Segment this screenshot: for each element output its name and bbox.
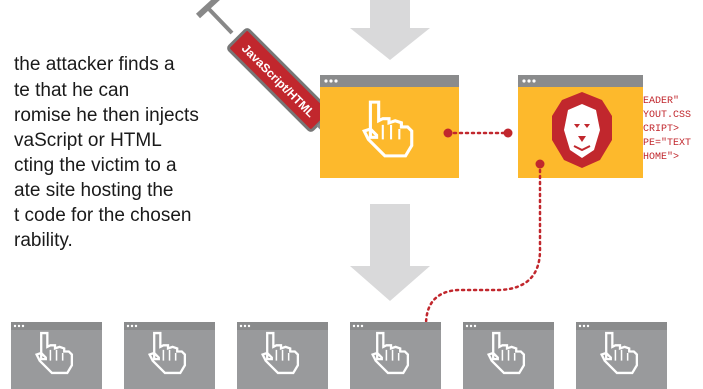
arrow-middle <box>350 204 430 301</box>
victim-sites-row <box>11 322 667 389</box>
syringe-label: JavaScript/HTML <box>239 41 318 120</box>
code-line: YOUT.CSS <box>643 110 691 121</box>
description-line: rability. <box>14 230 73 251</box>
victim-site-window <box>463 322 554 389</box>
code-line: CRIPT> <box>643 124 679 135</box>
description-line: vaScript or HTML <box>14 130 161 151</box>
code-line: HOME"> <box>643 151 679 163</box>
description-text: the attacker finds a te that he can romi… <box>14 54 204 251</box>
description-line: t code for the chosen <box>14 205 191 226</box>
arrow-top <box>350 0 430 60</box>
description-line: romise he then injects <box>14 105 199 126</box>
injected-code-text: EADER" YOUT.CSS CRIPT> PE="TEXT HOME"> <box>643 95 697 163</box>
victim-site-window <box>237 322 328 389</box>
description-line: te that he can <box>14 80 129 101</box>
victim-site-window <box>576 322 667 389</box>
compromised-site-window <box>320 75 459 178</box>
code-line: PE="TEXT <box>643 137 691 149</box>
code-line: EADER" <box>643 95 679 107</box>
description-line: the attacker finds a <box>14 54 175 75</box>
victim-site-window <box>11 322 102 389</box>
description-line: ate site hosting the <box>14 180 174 201</box>
victim-site-window <box>124 322 215 389</box>
victim-site-window <box>350 322 441 389</box>
description-line: cting the victim to a <box>14 155 177 176</box>
